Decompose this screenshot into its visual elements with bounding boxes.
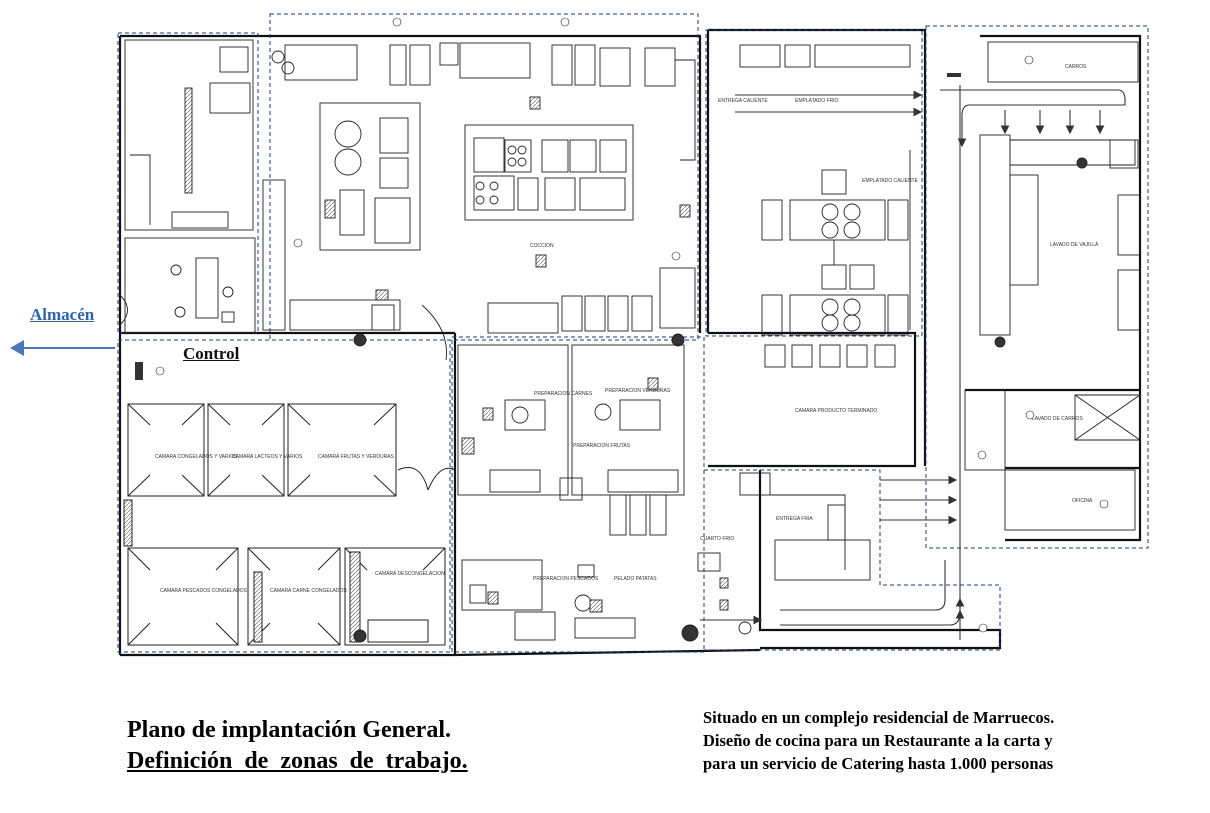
- camara-producto-area: [764, 344, 896, 368]
- room-label-camara-producto: CAMARA PRODUCTO TERMINADO: [795, 408, 877, 414]
- circulation-arrows: [700, 85, 1126, 640]
- room-label-preparacion-carnes: PREPARACION CARNES: [534, 391, 593, 397]
- preparation-area: [457, 344, 752, 642]
- room-label-camara-lacteos: CAMARA LACTEOS Y VARIOS: [232, 454, 303, 460]
- coccion-area: [262, 42, 696, 361]
- zone-boundaries: [117, 13, 1149, 653]
- office-area: [119, 39, 256, 334]
- plan-caption-note: Situado en un complejo residencial de Ma…: [703, 706, 1054, 775]
- room-label-cuarto-frio: CUARTO FRIO: [700, 536, 734, 542]
- lavado-area: [964, 41, 1141, 531]
- caption-note-line1: Situado en un complejo residencial de Ma…: [703, 708, 1055, 727]
- room-label-entrega-fria: ENTREGA FRIA: [776, 516, 813, 522]
- caption-title-line2: Definición de zonas de trabajo.: [127, 748, 468, 774]
- cold-rooms: [123, 403, 456, 646]
- entry-marker: [947, 73, 961, 77]
- room-label-lavado-vajilla: LAVADO DE VAJILLA: [1050, 242, 1099, 248]
- emplatado-area: [739, 44, 911, 336]
- caption-note-line2: Diseño de cocina para un Restaurante a l…: [703, 731, 1053, 750]
- room-label-coccion: COCCION: [530, 243, 554, 249]
- room-label-emplatado-frio: EMPLATADO FRIO: [795, 98, 839, 104]
- caption-note-line3: para un servicio de Catering hasta 1.000…: [703, 754, 1054, 773]
- room-label-lavado-carros: LAVADO DE CARROS: [1032, 416, 1083, 422]
- room-label-camara-pescados: CAMARA PESCADOS CONGELADOS: [160, 588, 248, 594]
- walls: [118, 28, 1142, 657]
- room-label-preparacion-verduras: PREPARACION VERDURAS: [605, 388, 671, 394]
- room-label-camara-descongelacion: CAMARA DESCONGELACION: [375, 571, 445, 577]
- almacen-arrow: [10, 340, 115, 356]
- room-label-camara-carnes: CAMARA CARNE CONGELADOS: [270, 588, 347, 594]
- almacen-label: Almacén: [30, 305, 95, 324]
- room-label-entrega-caliente: ENTREGA CALIENTE: [718, 98, 768, 104]
- room-label-carros: CARROS: [1065, 64, 1087, 70]
- room-label-pelado-patatas: PELADO PATATAS: [614, 576, 657, 582]
- control-door-marker: [135, 362, 143, 380]
- room-label-preparacion-pescados: PREPARACION PESCADOS: [533, 576, 599, 582]
- control-label: Control: [183, 344, 240, 363]
- room-label-oficina: OFICINA: [1072, 498, 1093, 504]
- room-label-camara-congelados: CAMARA CONGELADOS Y VARIOS: [155, 454, 238, 460]
- room-label-camara-frutas: CAMARA FRUTAS Y VERDURAS: [318, 454, 395, 460]
- room-label-preparacion-frutas: PREPARACION FRUTAS: [573, 443, 631, 449]
- room-label-emplatado-caliente: EMPLATADO CALIENTE: [862, 178, 919, 184]
- equipment-tags: [155, 17, 1109, 633]
- caption-title-line1: Plano de implantación General.: [127, 717, 451, 743]
- entrega-fria: [739, 472, 871, 581]
- plan-caption-title: Plano de implantación General. Definició…: [127, 715, 468, 777]
